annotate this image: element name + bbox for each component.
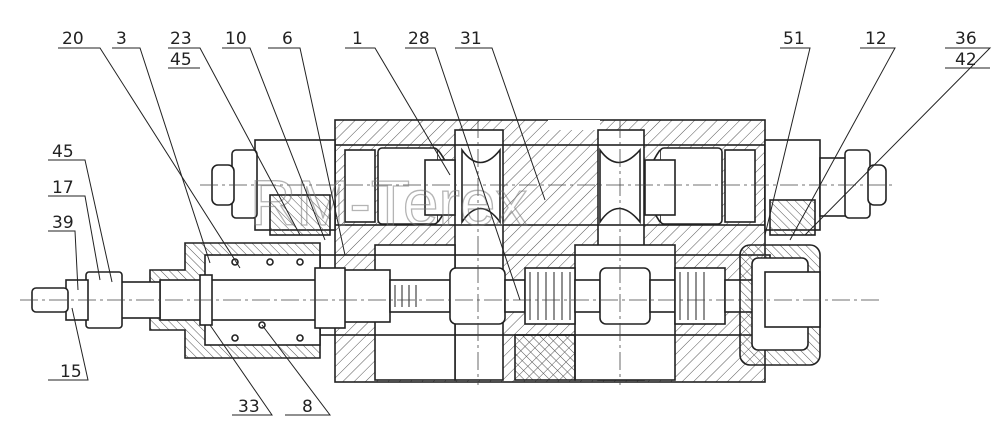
lower-plug	[514, 334, 576, 381]
callout-23: 23	[170, 29, 192, 49]
shuttle-28	[461, 147, 501, 225]
callout-15: 15	[60, 362, 82, 382]
right-check-poppet	[644, 147, 756, 225]
spring-coils	[231, 258, 304, 342]
main-spool	[319, 267, 771, 325]
callout-1: 1	[352, 29, 363, 49]
callout-36: 36	[955, 29, 977, 49]
callout-3: 3	[116, 29, 127, 49]
watermark: RM-Terex	[250, 167, 527, 239]
callout-39: 39	[52, 213, 74, 233]
callout-31: 31	[460, 29, 482, 49]
callout-6: 6	[282, 29, 293, 49]
callout-33: 33	[238, 397, 260, 417]
callout-45-top: 45	[170, 50, 192, 70]
callout-45-left: 45	[52, 142, 74, 162]
callout-20: 20	[62, 29, 84, 49]
callout-51: 51	[783, 29, 805, 49]
callout-17: 17	[52, 178, 74, 198]
callout-12: 12	[865, 29, 887, 49]
right-nut	[819, 157, 849, 217]
callout-28: 28	[408, 29, 430, 49]
callout-10: 10	[225, 29, 247, 49]
callout-8: 8	[302, 397, 313, 417]
right-hex-nut	[844, 149, 871, 219]
callout-42: 42	[955, 50, 977, 70]
left-check-poppet	[344, 147, 456, 225]
